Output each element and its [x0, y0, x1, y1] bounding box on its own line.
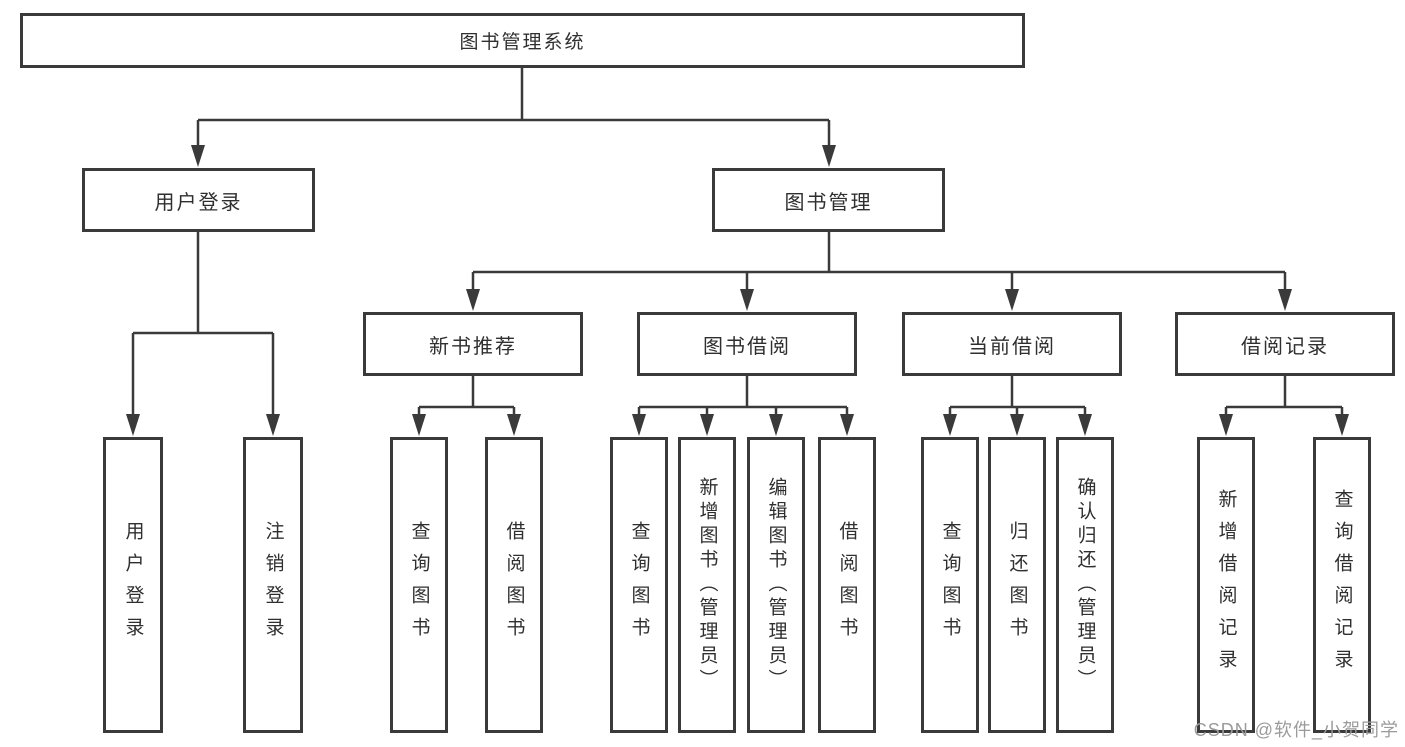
connector-bookmgmt-to-level3 [471, 232, 1287, 290]
arrowheads [126, 145, 1349, 436]
leaf-label: 归还图书 [1006, 521, 1028, 649]
arrowhead-icon [507, 414, 521, 436]
leaf-label: 新增借阅记录 [1215, 489, 1237, 681]
leaf-borrow-borrow-book: 借阅图书 [818, 437, 876, 733]
leaf-label: 查询图书 [939, 521, 961, 649]
leaf-borrow-add-book-admin: 新增图书（管理员） [678, 437, 736, 733]
leaf-borrow-query-book: 查询图书 [610, 437, 668, 733]
arrowhead-icon [1278, 289, 1292, 311]
arrowhead-icon [1010, 414, 1024, 436]
leaf-current-return-book: 归还图书 [988, 437, 1046, 733]
connector-root-to-level2 [196, 68, 831, 146]
leaf-label: 确认归还（管理员） [1074, 477, 1096, 693]
connector-current-to-leaves [948, 376, 1087, 415]
arrowhead-icon [943, 414, 957, 436]
leaf-user-login: 用户登录 [103, 437, 163, 733]
leaf-label: 注销登录 [262, 521, 284, 649]
connector-paths [131, 68, 1344, 415]
node-current-borrowing: 当前借阅 [902, 312, 1122, 376]
connector-borrow-to-leaves [637, 376, 849, 415]
arrowhead-icon [1005, 289, 1019, 311]
arrowhead-icon [412, 414, 426, 436]
arrowhead-icon [740, 289, 754, 311]
arrowhead-icon [700, 414, 714, 436]
arrowhead-icon [769, 414, 783, 436]
node-book-borrowing: 图书借阅 [637, 312, 857, 376]
leaf-label: 借阅图书 [836, 521, 858, 649]
csdn-watermark: CSDN @软件_小贺同学 [1193, 720, 1399, 740]
leaf-label: 借阅图书 [503, 521, 525, 649]
arrowhead-icon [632, 414, 646, 436]
leaf-logout: 注销登录 [243, 437, 303, 733]
leaf-label: 编辑图书（管理员） [765, 477, 787, 693]
leaf-borrow-edit-book-admin: 编辑图书（管理员） [747, 437, 805, 733]
arrowhead-icon [1219, 414, 1233, 436]
arrowhead-icon [466, 289, 480, 311]
leaf-record-add-borrow-record: 新增借阅记录 [1197, 437, 1255, 733]
node-borrowing-records: 借阅记录 [1175, 312, 1395, 376]
leaf-current-confirm-return-admin: 确认归还（管理员） [1056, 437, 1114, 733]
arrowhead-icon [1078, 414, 1092, 436]
arrowhead-icon [191, 145, 205, 167]
leaf-record-query-borrow-record: 查询借阅记录 [1313, 437, 1371, 733]
connector-userlogin-to-leaves [131, 232, 275, 415]
leaf-newbook-borrow-book: 借阅图书 [485, 437, 543, 733]
arrowhead-icon [840, 414, 854, 436]
connector-record-to-leaves [1224, 376, 1344, 415]
leaf-label: 查询图书 [628, 521, 650, 649]
leaf-label: 新增图书（管理员） [696, 477, 718, 693]
arrowhead-icon [822, 145, 836, 167]
leaf-label: 用户登录 [122, 521, 144, 649]
leaf-label: 查询借阅记录 [1331, 489, 1353, 681]
connector-newbook-to-leaves [417, 376, 516, 415]
node-user-login: 用户登录 [82, 168, 315, 232]
leaf-newbook-query-book: 查询图书 [390, 437, 448, 733]
node-book-management: 图书管理 [712, 168, 945, 232]
node-root-library-system: 图书管理系统 [20, 13, 1025, 68]
arrowhead-icon [126, 414, 140, 436]
node-new-book-recommend: 新书推荐 [363, 312, 583, 376]
leaf-current-query-book: 查询图书 [921, 437, 979, 733]
arrowhead-icon [1335, 414, 1349, 436]
arrowhead-icon [266, 414, 280, 436]
leaf-label: 查询图书 [408, 521, 430, 649]
